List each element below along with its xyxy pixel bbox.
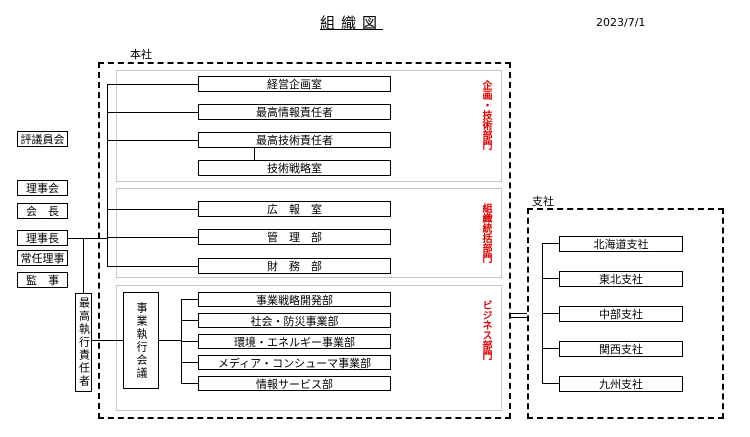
kyushu-branch-box: 九州支社 xyxy=(559,376,683,392)
connector-line xyxy=(181,362,198,363)
link-line-bottom xyxy=(511,317,527,318)
connector-line xyxy=(181,299,198,300)
corporate-planning-box: 経営企画室 xyxy=(198,76,391,92)
org-management-label: 組織統括部門 xyxy=(480,203,491,263)
connector-line xyxy=(254,148,255,160)
pr-office-box: 広 報 室 xyxy=(198,201,391,217)
coo-connector-v xyxy=(83,238,84,293)
hokkaido-branch-box: 北海道支社 xyxy=(559,236,683,252)
connector-line xyxy=(107,209,198,210)
business-panel xyxy=(116,285,502,411)
board-of-directors-box: 理事会 xyxy=(17,180,68,196)
connector-line xyxy=(107,84,198,85)
connector-line xyxy=(159,340,181,341)
connector-line xyxy=(542,278,559,279)
president-connector xyxy=(68,238,108,239)
connector-line xyxy=(542,243,559,244)
planning-tech-label: 企画・技術部門 xyxy=(480,80,491,150)
branch-office-frame xyxy=(527,208,724,419)
auditor-box: 監 事 xyxy=(17,272,68,288)
connector-line xyxy=(542,348,559,349)
business-strategy-dept-box: 事業戦略開発部 xyxy=(198,292,391,307)
connector-line xyxy=(542,313,559,314)
link-line-top xyxy=(511,313,527,314)
cto-box: 最高技術責任者 xyxy=(198,132,391,148)
main-spine-line xyxy=(107,84,108,267)
connector-line xyxy=(181,383,198,384)
admin-dept-box: 管 理 部 xyxy=(198,229,391,245)
finance-dept-box: 財 務 部 xyxy=(198,258,391,274)
page-title: 組織図 xyxy=(320,14,384,32)
kansai-branch-box: 関西支社 xyxy=(559,341,683,357)
tohoku-branch-box: 東北支社 xyxy=(559,271,683,287)
business-label: ビジネス部門 xyxy=(480,300,491,360)
info-services-dept-box: 情報サービス部 xyxy=(198,376,391,391)
planning-tech-panel xyxy=(116,70,502,182)
president-box: 理事長 xyxy=(17,230,68,246)
date-label: 2023/7/1 xyxy=(596,16,646,29)
coo-box: 最高執行責任者 xyxy=(75,293,92,392)
tech-strategy-box: 技術戦略室 xyxy=(198,160,391,176)
media-consumer-dept-box: メディア・コンシューマ事業部 xyxy=(198,355,391,370)
executive-director-box: 常任理事 xyxy=(17,250,68,266)
cio-box: 最高情報責任者 xyxy=(198,104,391,120)
connector-line xyxy=(181,320,198,321)
head-office-label: 本社 xyxy=(130,48,152,61)
social-disaster-dept-box: 社会・防災事業部 xyxy=(198,313,391,328)
board-of-councillors-box: 評議員会 xyxy=(17,131,68,147)
chairman-box: 会 長 xyxy=(17,203,68,219)
environment-energy-dept-box: 環境・エネルギー事業部 xyxy=(198,334,391,349)
connector-line xyxy=(107,112,198,113)
connector-line xyxy=(181,341,198,342)
connector-line xyxy=(107,266,198,267)
coo-connector-h xyxy=(92,340,123,341)
connector-line xyxy=(107,237,198,238)
chubu-branch-box: 中部支社 xyxy=(559,306,683,322)
connector-line xyxy=(107,140,198,141)
head-office-frame xyxy=(98,62,511,419)
branch-office-label: 支社 xyxy=(532,195,554,208)
connector-line xyxy=(542,383,559,384)
org-management-panel xyxy=(116,188,502,278)
business-council-box: 事業執行会議 xyxy=(123,292,159,389)
